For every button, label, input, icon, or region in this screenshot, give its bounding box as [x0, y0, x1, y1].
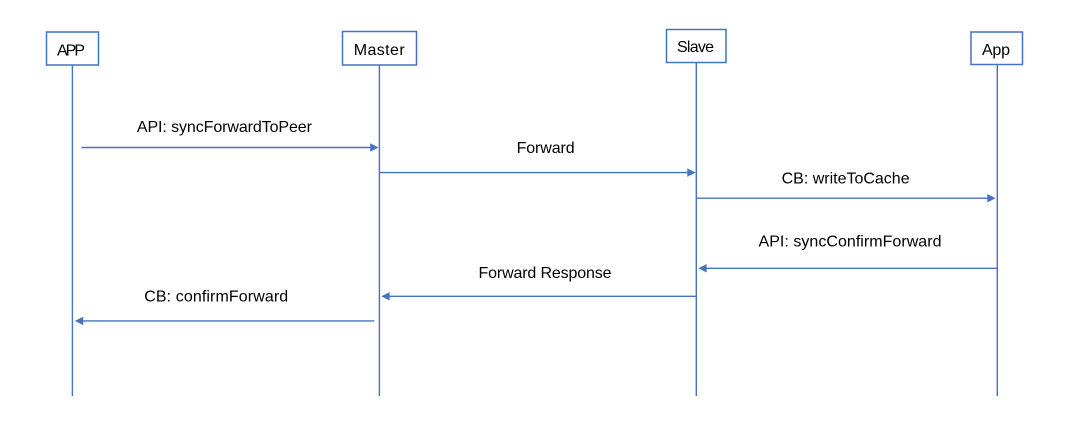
svg-text:Master: Master: [354, 42, 406, 59]
svg-text:APP: APP: [57, 43, 85, 60]
svg-text:App: App: [982, 42, 1010, 59]
svg-text:Slave: Slave: [677, 39, 714, 56]
svg-text:API: syncConfirmForward: API: syncConfirmForward: [759, 233, 942, 250]
svg-text:CB: confirmForward: CB: confirmForward: [144, 289, 288, 306]
svg-text:Forward: Forward: [517, 140, 575, 157]
svg-text:Forward Response: Forward Response: [479, 265, 612, 282]
svg-text:CB: writeToCache: CB: writeToCache: [782, 170, 910, 187]
svg-text:API: syncForwardToPeer: API: syncForwardToPeer: [137, 119, 313, 136]
